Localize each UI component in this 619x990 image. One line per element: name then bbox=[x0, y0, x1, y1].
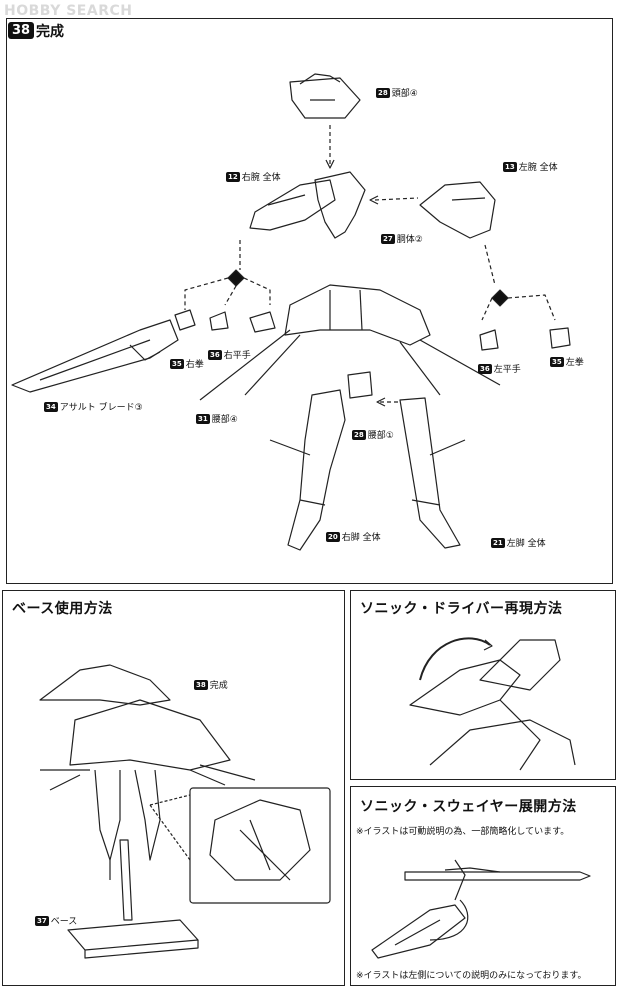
base-usage-title: ベース使用方法 bbox=[12, 601, 113, 617]
step-title: 完成 bbox=[36, 24, 64, 40]
note-top: ※イラストは可動説明の為、一部簡略化しています。 bbox=[356, 827, 570, 837]
step-number: 38 bbox=[8, 22, 35, 39]
sonic-sweeper-title: ソニック・スウェイヤー展開方法 bbox=[360, 799, 577, 815]
sonic-sweeper-panel bbox=[350, 786, 616, 986]
watermark-logo: HOBBY SEARCH bbox=[4, 3, 133, 19]
step-frame bbox=[6, 18, 613, 584]
sonic-driver-title: ソニック・ドライバー再現方法 bbox=[360, 601, 563, 617]
note-bottom: ※イラストは左側についての説明のみになっております。 bbox=[356, 971, 587, 981]
